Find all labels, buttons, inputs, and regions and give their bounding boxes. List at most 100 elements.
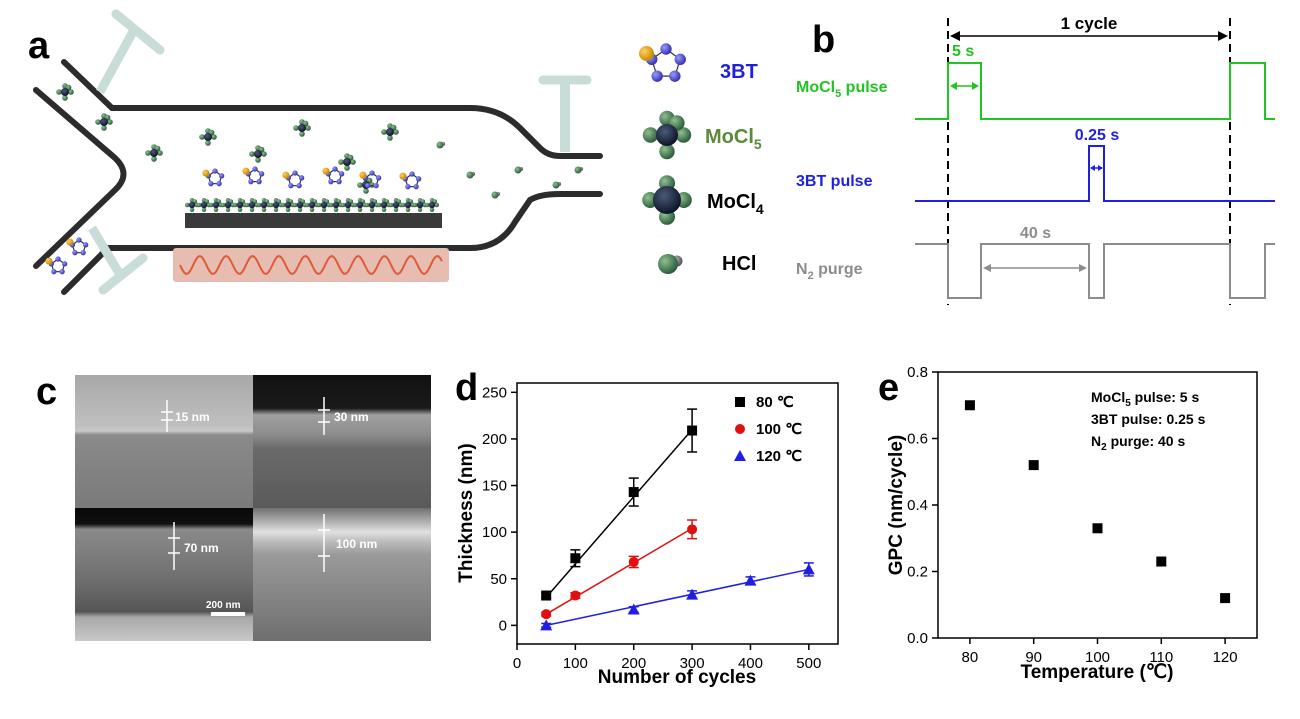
bt-molecule (359, 170, 382, 189)
data-point (686, 588, 699, 600)
y-tick-label: 0 (499, 617, 507, 634)
mocl5-molecule (293, 119, 311, 137)
data-point (744, 574, 757, 586)
legend-mocl4: MoCl4 (707, 191, 764, 217)
y-tick-label: 0.2 (907, 564, 928, 581)
heater-coil (179, 254, 443, 276)
bt-time-arrow (1090, 165, 1103, 171)
x-tick-label: 80 (962, 649, 979, 666)
bt-molecule (639, 43, 686, 82)
cycle-arrow (950, 31, 1228, 41)
mocl5-pulse-trace (915, 62, 1275, 120)
y-tick-label: 0.4 (907, 497, 928, 514)
legend-hcl: HCl (722, 253, 756, 275)
mocl5-molecule (244, 197, 260, 213)
mocl5-molecule (364, 197, 380, 213)
mocl5-molecule (424, 197, 440, 213)
data-point (570, 590, 581, 601)
sem-image-70nm (75, 508, 253, 641)
y-tick-label: 0.8 (907, 364, 928, 381)
mocl5-molecule (208, 197, 224, 213)
data-point (734, 450, 746, 461)
note-3bt: 3BT pulse: 0.25 s (1091, 411, 1206, 427)
purge-label: N2 purge (796, 261, 863, 282)
scale-bar-label: 200 nm (206, 600, 241, 611)
data-point (687, 524, 698, 535)
molecule-legend: 3BT MoCl5 MoCl4 HCl (639, 43, 764, 275)
y-tick-label: 0.6 (907, 431, 928, 448)
data-point (735, 397, 745, 407)
reactor-tube (33, 59, 603, 295)
bt-molecule (202, 168, 225, 187)
substrate (185, 213, 442, 228)
valve-right (538, 75, 592, 152)
hcl-molecule (658, 254, 683, 274)
data-point (1028, 460, 1039, 471)
data-point (541, 609, 552, 620)
mocl5-molecule (400, 197, 416, 213)
data-point (627, 603, 640, 615)
y-tick-label: 50 (490, 571, 507, 588)
mocl5-molecule (232, 197, 248, 213)
purge-time-label: 40 s (1020, 225, 1051, 242)
sem-label-15nm: 15 nm (175, 410, 210, 424)
mocl5-molecule (280, 197, 296, 213)
panel-label-c: c (36, 371, 57, 413)
molecules-a (45, 83, 584, 275)
mocl5-molecule (376, 197, 392, 213)
hcl-molecule (466, 171, 476, 179)
note-mocl5: MoCl5 pulse: 5 s (1091, 389, 1199, 409)
mocl5-molecule (95, 113, 113, 131)
mocl5-molecule (256, 197, 272, 213)
data-point (540, 619, 553, 631)
valve-bottom-left (88, 225, 148, 295)
sem-label-70nm: 70 nm (184, 541, 219, 555)
purge-trace (915, 243, 1275, 299)
legend-entry: 100 ℃ (756, 421, 802, 438)
panel-label-e: e (878, 367, 899, 409)
mocl5-molecule (249, 145, 267, 163)
x-tick-label: 300 (680, 655, 705, 672)
bt-molecule (45, 256, 68, 275)
legend-3bt: 3BT (720, 61, 758, 83)
chart-e-notes: MoCl5 pulse: 5 s 3BT pulse: 0.25 s N2 pu… (1091, 389, 1206, 453)
chart-e-xlabel: Temperature (℃) (1021, 662, 1174, 683)
data-point (964, 400, 975, 411)
data-point (735, 424, 745, 434)
mocl5-molecule (56, 83, 74, 101)
hcl-molecule (436, 141, 446, 149)
sem-image-30nm (253, 375, 431, 508)
mocl5-pulse-label: MoCl5 pulse (796, 79, 888, 100)
data-point (628, 556, 639, 567)
bt-molecule (242, 166, 265, 185)
data-point (541, 590, 552, 601)
panel-a: a (28, 9, 603, 295)
mocl5-time-label: 5 s (952, 43, 974, 60)
data-point (570, 553, 581, 564)
hcl-molecule (514, 166, 524, 174)
sem-image-15nm (75, 375, 253, 508)
x-tick-label: 110 (1149, 649, 1173, 666)
x-tick-label: 200 (621, 655, 646, 672)
y-tick-label: 200 (482, 431, 507, 448)
bt-molecule (399, 171, 422, 190)
mocl4-molecule (642, 175, 692, 225)
cycle-label: 1 cycle (1061, 14, 1118, 33)
sem-label-30nm: 30 nm (334, 410, 369, 424)
legend-entry: 120 ℃ (756, 448, 802, 465)
mocl5-molecule (196, 197, 212, 213)
chart-d-frame (516, 382, 839, 645)
data-point (1220, 593, 1231, 604)
mocl5-molecule (340, 197, 356, 213)
mocl5-molecule (292, 197, 308, 213)
x-tick-label: 500 (796, 655, 821, 672)
mocl5-time-arrow (950, 82, 979, 90)
fit-line (546, 568, 809, 627)
legend-entry: 80 ℃ (756, 394, 794, 411)
mocl5-molecule (145, 144, 163, 162)
mocl5-molecule (304, 197, 320, 213)
